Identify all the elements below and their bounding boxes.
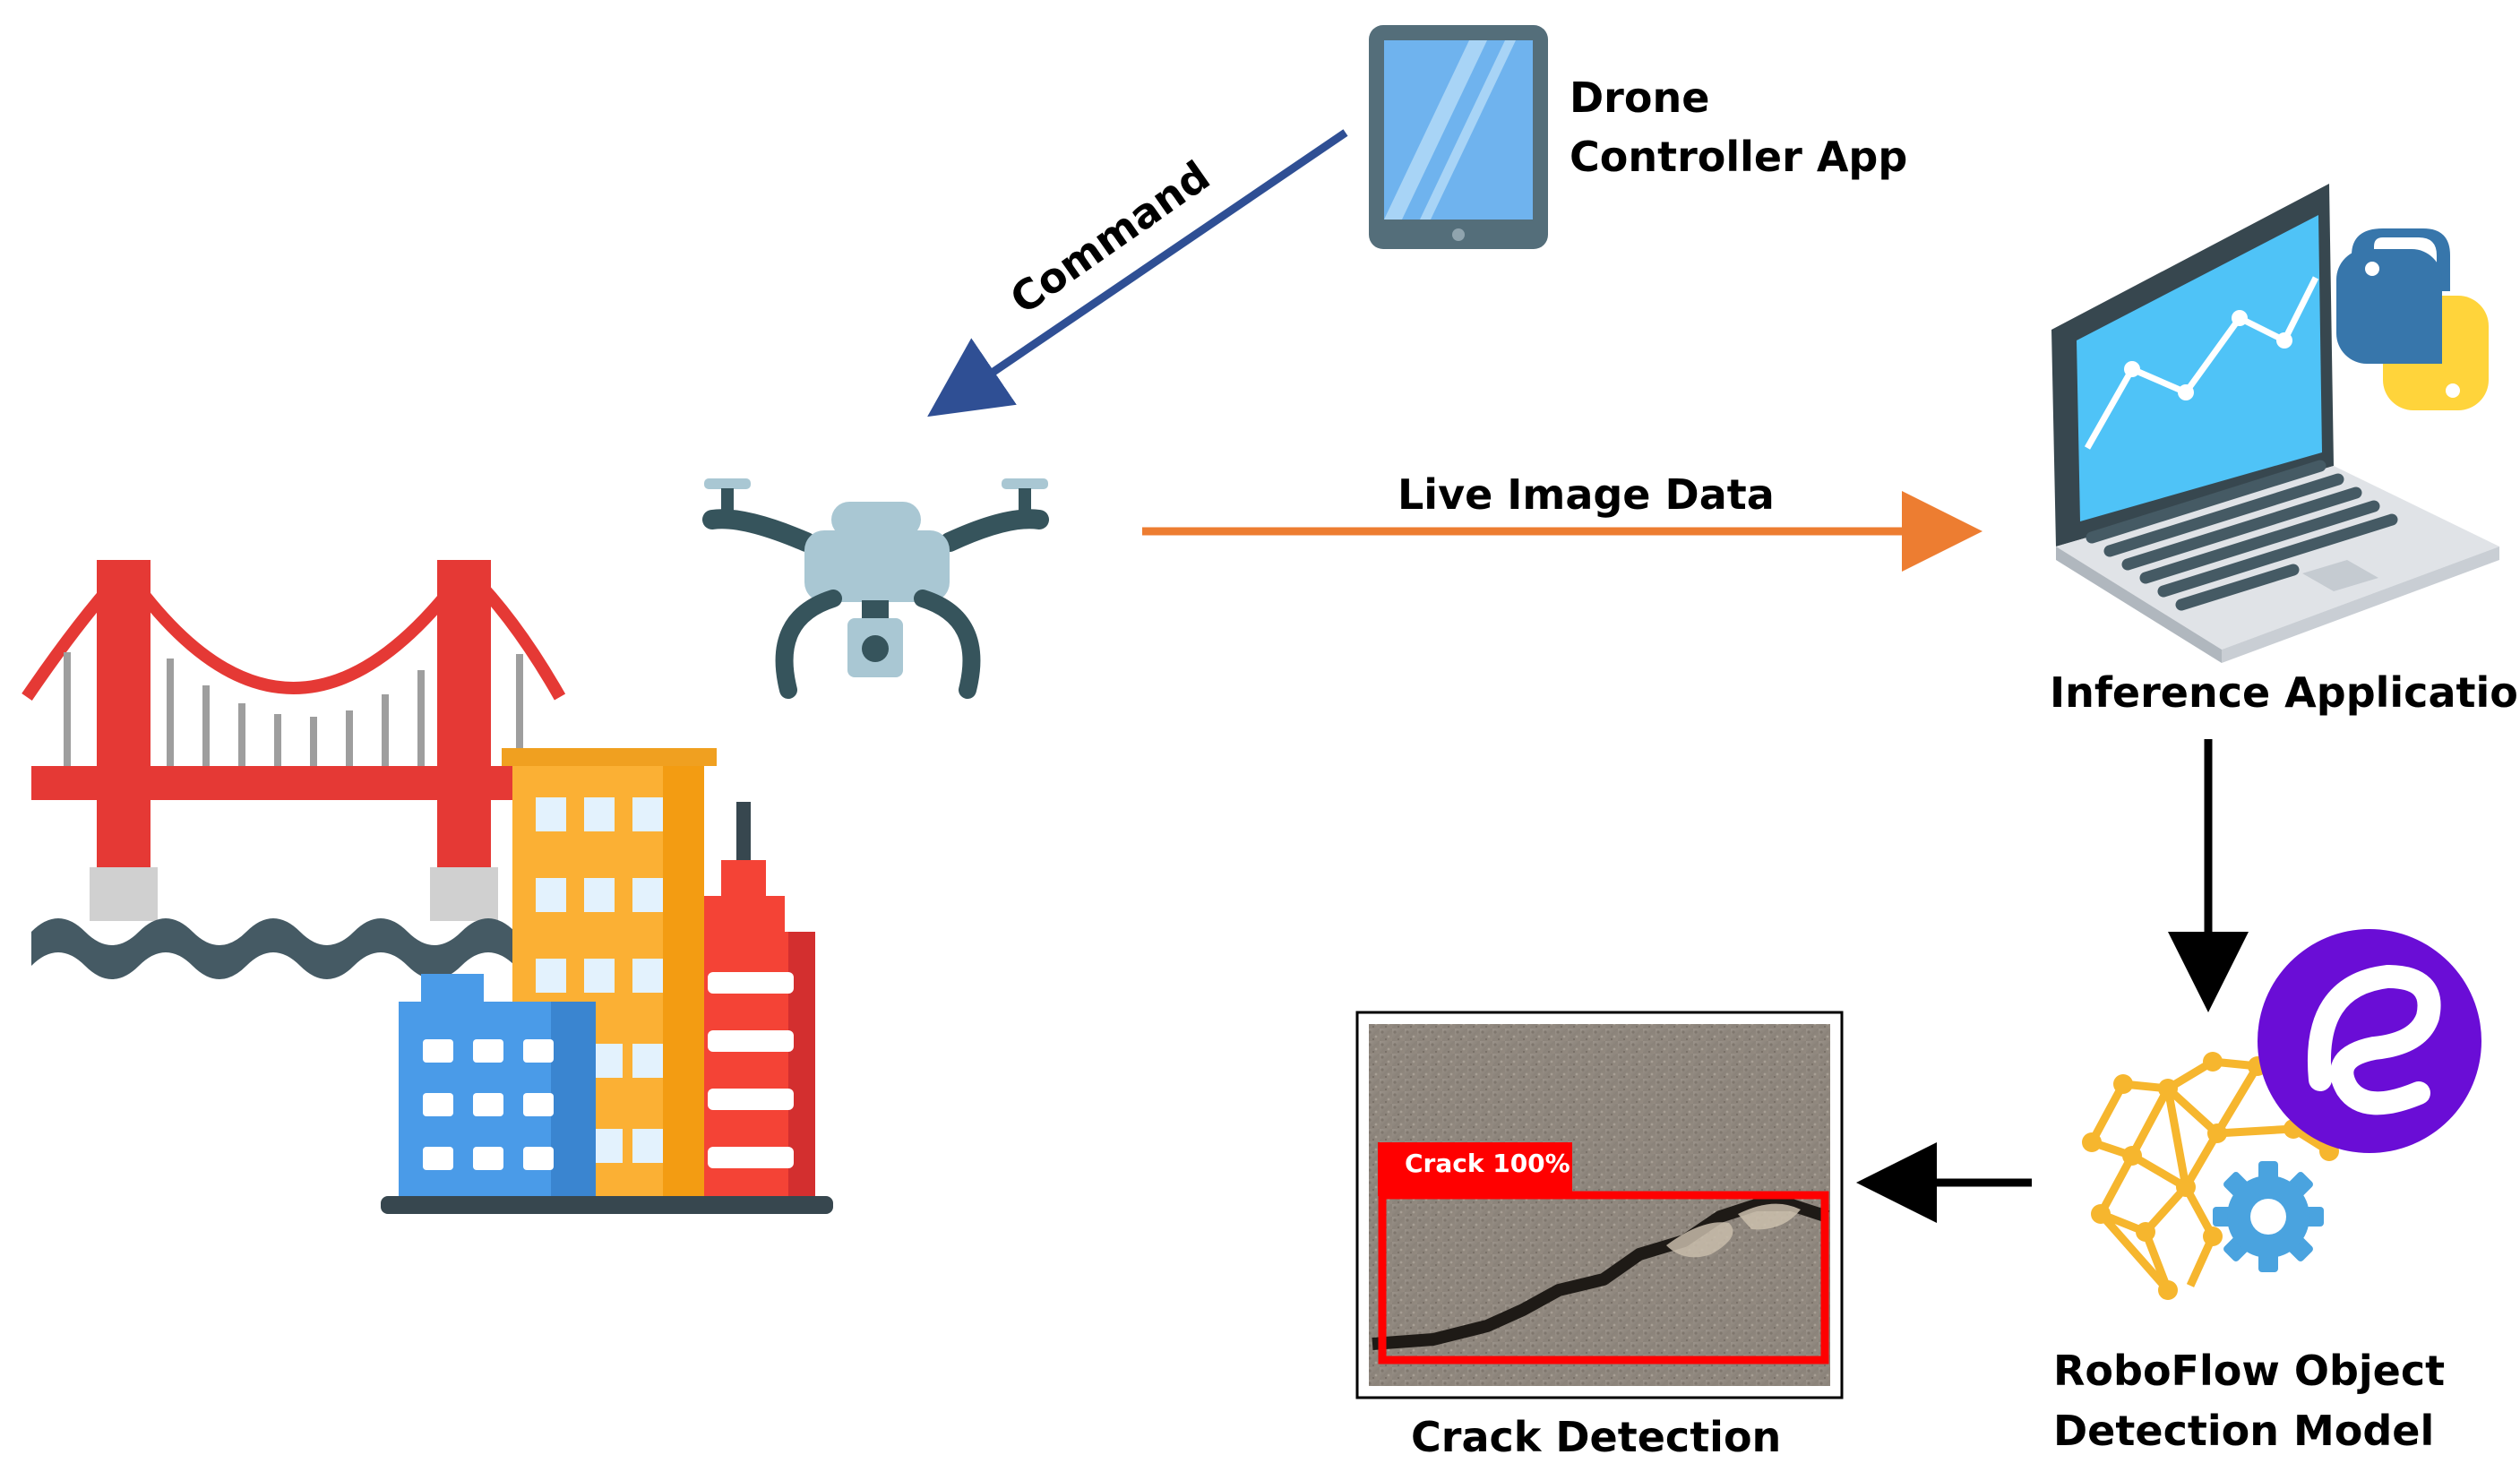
roboflow-label-line1: RoboFlow Object bbox=[2053, 1347, 2446, 1395]
detection-bounding-box bbox=[1378, 1191, 1829, 1364]
crack-confidence-label: Crack 100% bbox=[1405, 1149, 1570, 1178]
inference-application-label: Inference Application bbox=[2050, 668, 2520, 717]
live-image-data-label: Live Image Data bbox=[1398, 470, 1775, 519]
bridge-and-buildings-icon bbox=[22, 560, 833, 1214]
drone-icon bbox=[702, 478, 1049, 699]
drone-controller-label-line2: Controller App bbox=[1570, 133, 1908, 181]
crack-detection-label: Crack Detection bbox=[1411, 1413, 1782, 1461]
ai-brain-gear-icon bbox=[2082, 929, 2481, 1300]
roboflow-label-line2: Detection Model bbox=[2053, 1407, 2435, 1455]
tablet-icon bbox=[1369, 25, 1548, 249]
crack-photo-icon bbox=[1355, 1011, 1844, 1399]
laptop-python-icon bbox=[2051, 184, 2499, 663]
drone-controller-label-line1: Drone bbox=[1570, 73, 1710, 122]
detection-label-background bbox=[1378, 1142, 1572, 1196]
command-arrow bbox=[927, 129, 1348, 417]
